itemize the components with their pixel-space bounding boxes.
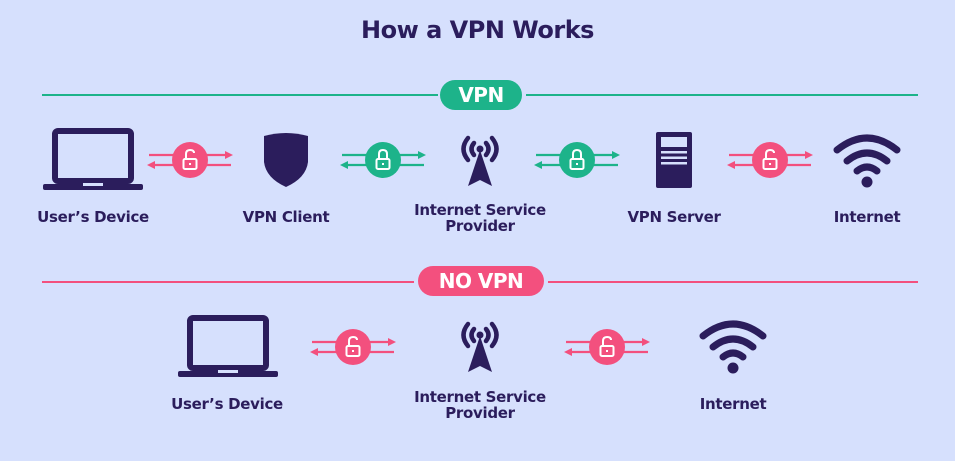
no-vpn-label-isp-line-2: Provider xyxy=(445,404,515,422)
no-vpn-badge: NO VPN xyxy=(418,266,544,296)
vpn-node-internet xyxy=(832,132,902,188)
vpn-label-isp: Internet Service Provider xyxy=(400,202,560,234)
vpn-connection-2 xyxy=(338,138,428,182)
vpn-badge: VPN xyxy=(440,80,522,110)
vpn-node-isp xyxy=(455,132,505,188)
no-vpn-node-internet xyxy=(698,318,768,374)
vpn-connection-4 xyxy=(725,138,815,182)
laptop-icon xyxy=(43,128,143,192)
no-vpn-label-isp: Internet Service Provider xyxy=(400,389,560,421)
no-vpn-label-internet: Internet xyxy=(699,395,767,413)
unlocked-padlock-icon xyxy=(562,325,652,369)
vpn-node-vpn-server xyxy=(656,132,692,188)
diagram-title: How a VPN Works xyxy=(361,16,594,44)
vpn-connection-3 xyxy=(532,138,622,182)
unlocked-padlock-icon xyxy=(725,138,815,182)
no-vpn-node-isp xyxy=(455,318,505,374)
no-vpn-connection-2 xyxy=(562,325,652,369)
laptop-icon xyxy=(178,315,278,379)
unlocked-padlock-icon xyxy=(145,138,235,182)
no-vpn-divider-left xyxy=(42,281,414,283)
vpn-connection-1 xyxy=(145,138,235,182)
vpn-label-isp-line-2: Provider xyxy=(445,217,515,235)
shield-icon xyxy=(261,132,311,188)
cell-tower-icon xyxy=(455,132,505,188)
server-icon xyxy=(656,132,692,188)
vpn-label-users-device: User’s Device xyxy=(37,208,149,226)
vpn-label-vpn-server: VPN Server xyxy=(627,208,721,226)
vpn-divider-right xyxy=(526,94,918,96)
wifi-icon xyxy=(832,132,902,188)
no-vpn-label-isp-line-1: Internet Service xyxy=(414,388,546,406)
no-vpn-connection-1 xyxy=(308,325,398,369)
vpn-label-isp-line-1: Internet Service xyxy=(414,201,546,219)
no-vpn-label-users-device: User’s Device xyxy=(171,395,283,413)
no-vpn-node-users-device xyxy=(178,315,278,379)
locked-padlock-icon xyxy=(532,138,622,182)
vpn-label-internet: Internet xyxy=(833,208,901,226)
vpn-node-vpn-client xyxy=(261,132,311,188)
vpn-node-users-device xyxy=(43,128,143,192)
wifi-icon xyxy=(698,318,768,374)
locked-padlock-icon xyxy=(338,138,428,182)
cell-tower-icon xyxy=(455,318,505,374)
vpn-divider-left xyxy=(42,94,438,96)
vpn-label-vpn-client: VPN Client xyxy=(242,208,330,226)
unlocked-padlock-icon xyxy=(308,325,398,369)
no-vpn-divider-right xyxy=(548,281,918,283)
